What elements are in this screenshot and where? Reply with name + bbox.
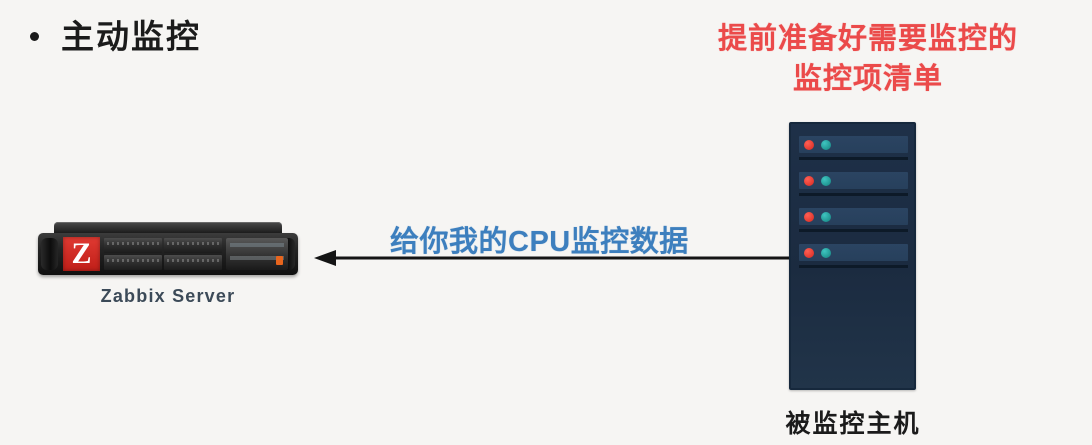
host-bay-row: [799, 208, 908, 234]
red-annotation: 提前准备好需要监控的 监控项清单: [700, 19, 1036, 99]
host-bay-divider: [799, 157, 908, 160]
status-led-red-icon: [804, 248, 814, 258]
host-bay-divider: [799, 265, 908, 268]
zabbix-server-icon: Z: [38, 222, 298, 278]
status-led-teal-icon: [821, 248, 831, 258]
status-led-teal-icon: [821, 140, 831, 150]
host-bay-divider: [799, 229, 908, 232]
host-bay-row: [799, 136, 908, 162]
page-title-label: 主动监控: [61, 18, 201, 55]
page-title: 主动监控: [30, 18, 201, 56]
rack-panel-strip: [230, 256, 284, 260]
host-bay-divider: [799, 193, 908, 196]
bullet-icon: [30, 32, 39, 42]
host-bay-slot: [799, 136, 908, 153]
host-bay-slot: [799, 208, 908, 225]
zabbix-server-caption: Zabbix Server: [100, 286, 236, 306]
rack-drive-bays: [104, 238, 222, 270]
power-led-icon: [276, 256, 283, 265]
host-bay-slot: [799, 244, 908, 261]
rack-bay: [164, 255, 222, 270]
status-led-red-icon: [804, 140, 814, 150]
rack-chassis: Z: [38, 233, 298, 275]
red-annotation-line-1: 提前准备好需要监控的: [717, 23, 1018, 55]
rack-ear-left: [41, 238, 58, 270]
rack-bay: [164, 238, 222, 253]
red-annotation-line-2: 监控项清单: [792, 63, 943, 96]
rack-control-panel: [226, 238, 288, 270]
status-led-red-icon: [804, 212, 814, 222]
status-led-teal-icon: [821, 212, 831, 222]
monitored-host-icon: [789, 122, 916, 390]
zabbix-logo-icon: Z: [63, 237, 100, 271]
host-bay-row: [799, 244, 908, 270]
rack-bay: [104, 255, 162, 270]
flow-label: 给你我的CPU监控数据: [390, 226, 689, 258]
status-led-teal-icon: [821, 176, 831, 186]
status-led-red-icon: [804, 176, 814, 186]
host-bay-row: [799, 172, 908, 198]
host-bay-slot: [799, 172, 908, 189]
monitored-host-caption: 被监控主机: [785, 410, 921, 438]
rack-top-bezel: [54, 222, 282, 235]
data-flow-arrow: [314, 250, 792, 266]
rack-bay: [104, 238, 162, 253]
rack-panel-strip: [230, 243, 284, 247]
